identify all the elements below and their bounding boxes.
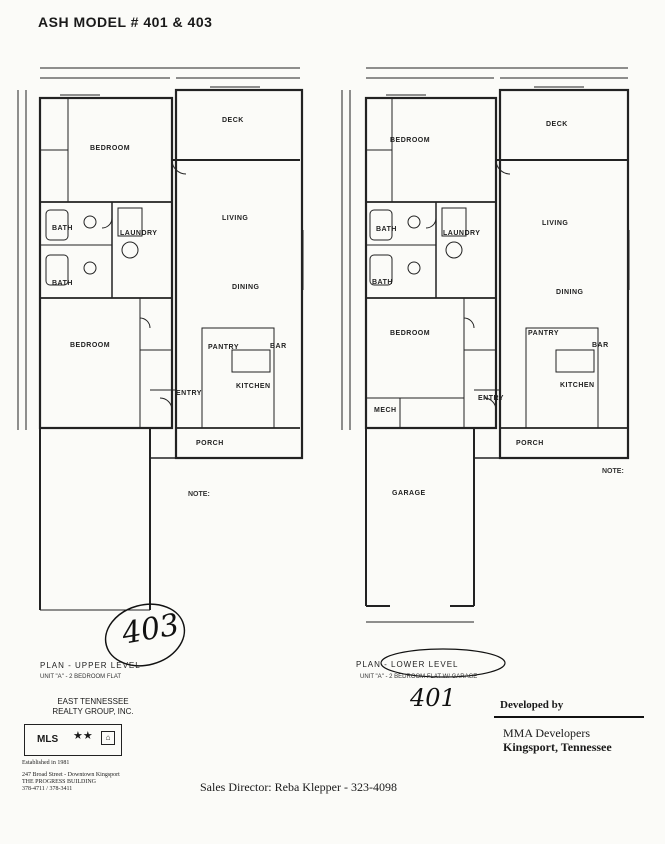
realty-company: EAST TENNESSEE REALTY GROUP, INC. xyxy=(38,697,148,717)
upper-plan-drawing xyxy=(17,67,304,611)
room-bedroom-upper-1: BEDROOM xyxy=(90,145,131,152)
room-deck-upper: DECK xyxy=(222,117,244,124)
company-line-2: REALTY GROUP, INC. xyxy=(52,707,134,716)
company-line-1: EAST TENNESSEE xyxy=(57,697,129,706)
room-living-lower: LIVING xyxy=(542,220,569,227)
developer-name: MMA Developers xyxy=(503,726,590,740)
lower-plan-label: PLAN - LOWER LEVEL xyxy=(356,660,459,669)
upper-level-plan xyxy=(0,50,330,630)
room-dining-upper: DINING xyxy=(232,284,260,291)
room-bedroom-lower-2: BEDROOM xyxy=(390,330,431,337)
mls-logo-text: MLS xyxy=(37,734,59,745)
address-line-1: 247 Broad Street - Downtown Kingsport xyxy=(22,772,120,778)
room-pantry-upper: PANTRY xyxy=(208,344,239,351)
room-porch-lower: PORCH xyxy=(516,440,544,447)
room-bath-lower-2: BATH xyxy=(372,279,393,286)
sales-director: Sales Director: Reba Klepper - 323-4098 xyxy=(200,780,397,794)
room-dining-lower: DINING xyxy=(556,289,584,296)
room-living-upper: LIVING xyxy=(222,215,249,222)
upper-note: NOTE: xyxy=(188,491,210,498)
equal-housing-icon: ⌂ xyxy=(101,731,115,745)
lower-plan-sub: UNIT "A" - 2 BEDROOM FLAT W/ GARAGE xyxy=(360,674,478,680)
circle-403 xyxy=(104,603,186,667)
developed-by: Developed by xyxy=(500,699,564,711)
room-garage-lower: GARAGE xyxy=(392,490,426,497)
room-kitchen-upper: KITCHEN xyxy=(236,383,271,390)
room-laundry-lower: LAUNDRY xyxy=(443,230,481,237)
handwritten-401: 401 xyxy=(410,684,456,712)
room-deck-lower: DECK xyxy=(546,121,568,128)
room-pantry-lower: PANTRY xyxy=(528,330,559,337)
lower-level-plan xyxy=(330,50,650,630)
room-bath-upper-1: BATH xyxy=(52,225,73,232)
developer-city: Kingsport, Tennessee xyxy=(503,740,612,754)
room-bath-upper-2: BATH xyxy=(52,280,73,287)
room-entry-lower: ENTRY xyxy=(478,395,504,402)
room-porch-upper: PORCH xyxy=(196,440,224,447)
circle-lower-level xyxy=(380,648,506,678)
room-bedroom-lower-1: BEDROOM xyxy=(390,137,431,144)
developer-divider xyxy=(494,716,644,718)
upper-plan-label: PLAN - UPPER LEVEL xyxy=(40,661,141,670)
room-entry-upper: ENTRY xyxy=(176,390,202,397)
room-bedroom-upper-2: BEDROOM xyxy=(70,342,111,349)
developer-info: MMA Developers Kingsport, Tennessee xyxy=(503,726,612,754)
address-line-2: THE PROGRESS BUILDING xyxy=(22,779,97,785)
established-text: Established in 1981 xyxy=(22,760,70,766)
lower-plan-drawing xyxy=(341,67,630,623)
room-bar-upper: BAR xyxy=(270,343,287,350)
room-bath-lower-1: BATH xyxy=(376,226,397,233)
lower-note: NOTE: xyxy=(602,468,624,475)
mls-badge: MLS ★★ ⌂ xyxy=(24,724,122,756)
stars-icon: ★★ xyxy=(73,730,93,742)
room-mech-lower: MECH xyxy=(374,407,397,414)
page-title: ASH MODEL # 401 & 403 xyxy=(38,14,213,30)
room-bar-lower: BAR xyxy=(592,342,609,349)
room-laundry-upper: LAUNDRY xyxy=(120,230,158,237)
phone-numbers: 378-4711 / 378-3411 xyxy=(22,786,73,792)
upper-plan-sub: UNIT "A" - 2 BEDROOM FLAT xyxy=(40,674,122,680)
room-kitchen-lower: KITCHEN xyxy=(560,382,595,389)
